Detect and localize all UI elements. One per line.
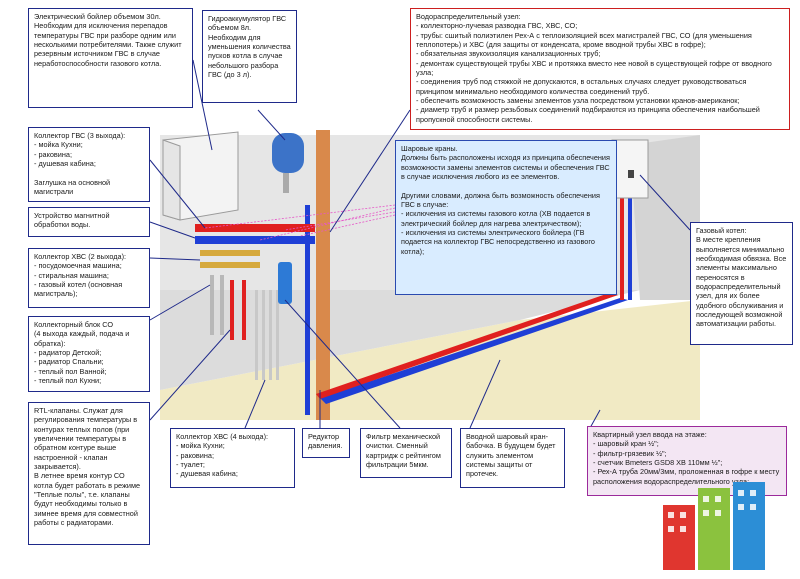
building-logo-icon	[663, 482, 765, 570]
accumulator-callout: Гидроаккумулятор ГВС объемом 8л. Необход…	[202, 10, 297, 103]
floor-pipes	[320, 298, 628, 404]
pressure-reducer-callout: Редуктор давления.	[302, 428, 350, 458]
callout-rays	[204, 204, 396, 241]
gvs-collector-callout: Коллектор ГВС (3 выхода): - мойка Кухни;…	[28, 127, 150, 202]
hvs-4-collector-callout: Коллектор ХВС (4 выхода): - мойка Кухни;…	[170, 428, 295, 488]
riser-pipe	[316, 130, 330, 420]
wall-pipe-blue	[628, 190, 632, 300]
expansion-tank-icon	[272, 133, 304, 193]
filter-icon	[278, 262, 292, 304]
riser-cold-line	[305, 205, 310, 415]
floor-pipes-hot	[316, 292, 618, 399]
gas-boiler-callout: Газовый котел: В месте крепления выполня…	[690, 222, 793, 345]
leader-lines	[149, 59, 691, 429]
inlet-valve-callout: Вводной шаровый кран-бабочка. В будущем …	[460, 428, 565, 488]
boiler-callout: Электрический бойлер объемом 30л. Необхо…	[28, 8, 193, 108]
distribution-node-callout: Водораспределительный узел: - коллекторн…	[410, 8, 790, 130]
floor-shadow	[160, 290, 640, 390]
rtl-valves-callout: RTL-клапаны. Служат для регулирования те…	[28, 402, 150, 545]
mechanical-filter-callout: Фильтр механической очистки. Сменный кар…	[360, 428, 452, 478]
boiler-icon	[162, 131, 239, 221]
hvs-2-collector-callout: Коллектор ХВС (2 выхода): - посудомоечна…	[28, 248, 150, 308]
gas-boiler-icon	[611, 139, 649, 199]
heating-collector-callout: Коллекторный блок СО (4 выхода каждый, п…	[28, 316, 150, 392]
wall-pipe-red	[620, 190, 624, 300]
ball-valves-callout: Шаровые краны. Должны быть расположены и…	[395, 140, 617, 295]
magnetic-treatment-callout: Устройство магнитной обработки воды.	[28, 207, 150, 237]
manifold-cluster	[195, 224, 315, 380]
